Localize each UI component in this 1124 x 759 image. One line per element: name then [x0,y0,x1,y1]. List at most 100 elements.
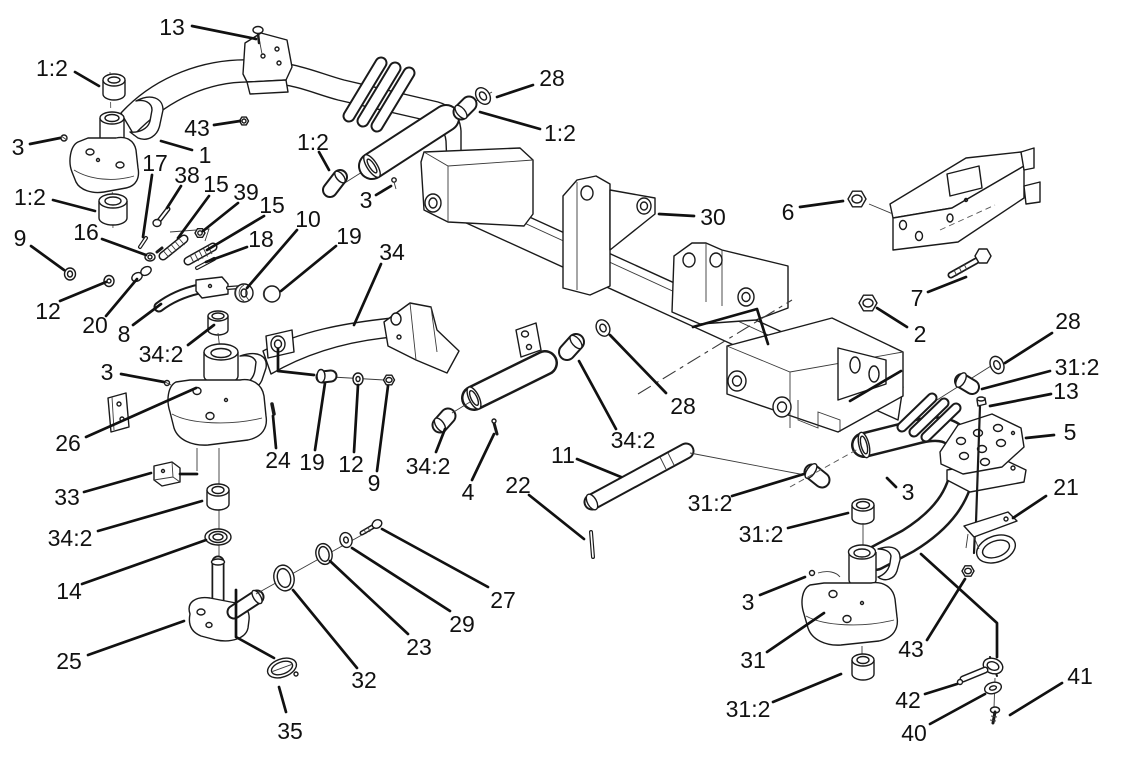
callout-leader-62-5 [1024,433,1056,440]
callout-leader-58-41 [1008,681,1064,717]
callout-leader-43-27 [380,527,490,589]
hitch-bracket-group [847,147,1041,312]
callout-label-53-31: 31 [740,647,766,673]
callout-label-59-28: 28 [1055,308,1081,334]
callout-label-47-11: 11 [551,442,575,468]
callout-leader-26-7 [926,275,968,294]
pin-24 [270,402,276,416]
callout-label-20-12: 12 [35,298,61,324]
washer-29 [339,531,353,549]
callout-label-31-24: 24 [265,447,291,473]
callout-leader-51-31:2 [786,511,850,530]
callout-leader-61-13 [988,392,1053,408]
callout-leader-30-26 [84,386,198,439]
callout-label-39-35: 35 [277,718,303,744]
callout-leader-40-32 [291,588,359,670]
callout-leader-20-12 [58,280,108,303]
bolt-41 [989,706,1001,725]
callout-label-61-13: 13 [1053,378,1079,404]
callout-leader-5-28 [495,83,535,99]
callout-label-42-29: 29 [449,611,475,637]
callout-label-48-34:2: 34:2 [611,427,656,453]
callout-label-13-39: 39 [233,179,259,205]
frame-weldment [420,147,904,433]
callout-label-14-15: 15 [259,192,285,218]
bushing-31-2-top [954,372,980,395]
callout-leader-15-10 [245,228,299,290]
cap-35 [266,657,298,679]
bolt-13-right [972,396,987,555]
callout-label-9-1:2: 1:2 [14,184,46,210]
left-lower-spindle-stack [107,310,383,679]
clevis-42 [956,656,1004,686]
reference-elbow [691,307,770,346]
callout-leader-64-3 [885,476,898,489]
screw-3 [60,134,68,142]
nut-9b [382,374,396,386]
callout-label-45-4: 4 [462,479,475,505]
callout-label-16-19: 19 [336,223,362,249]
center-pivot-bushings [558,319,611,361]
callout-leader-28-34:2 [186,323,216,347]
bushing-31-2-upper [851,498,875,525]
callout-leader-25-6 [798,199,845,209]
callout-label-4-1: 1 [199,142,212,168]
callout-leader-37-14 [80,538,208,586]
callout-leader-9-1:2 [51,198,97,213]
ring-32 [273,564,295,592]
callout-leader-8-3 [374,184,393,197]
callout-leader-34-9 [375,384,390,473]
callout-leader-7-1:2 [317,150,331,172]
spindle-housing-left [167,378,268,446]
callout-leader-55-43 [925,577,967,642]
bushing-bottom [98,193,128,226]
callout-label-55-43: 43 [898,636,924,662]
callout-label-51-31:2: 31:2 [739,521,784,547]
drag-link-hook-bracket [129,96,164,140]
callout-leader-32-19 [313,381,327,452]
nut-2 [858,294,878,312]
callout-leader-13-39 [201,201,240,233]
callout-label-54-31:2: 31:2 [726,696,771,722]
callout-label-3-43: 43 [184,115,210,141]
reference-line [848,369,903,403]
callout-label-38-25: 25 [56,648,82,674]
washer-28-center [595,319,611,337]
spindle-25 [188,555,265,642]
right-axle-arm [789,355,1027,577]
pin-17 [138,236,148,249]
callout-label-41-23: 23 [406,634,432,660]
callout-label-22-8: 8 [118,321,131,347]
callout-leader-10-17 [141,173,154,239]
ball-joint-19 [262,285,281,303]
bolt-7 [947,248,992,279]
callout-label-40-32: 32 [351,667,377,693]
callout-leader-4-1 [159,139,194,152]
callout-leader-38-25 [86,619,186,657]
callout-label-43-27: 27 [490,587,516,613]
callout-label-25-6: 6 [782,199,795,225]
callout-leader-46-22 [527,493,586,541]
callout-leader-23-34 [352,262,383,327]
mount-plate [242,32,293,83]
pivot-tube-group [322,87,493,198]
bushing-34-2-left [431,407,457,434]
washer-9 [63,267,77,281]
callout-leader-47-11 [575,457,623,479]
washer-12 [103,274,115,288]
bolt-27 [359,519,383,536]
callout-leader-53-31 [765,611,826,654]
bolt-13 [252,25,264,45]
callout-leader-54-31:2 [771,672,843,704]
callout-leader-35-33 [82,471,153,494]
callout-label-27-2: 2 [914,321,927,347]
washer-28-top [474,87,492,105]
nut-6 [847,190,867,208]
callout-label-8-3: 3 [360,187,373,213]
bushing-34-2-upper [207,310,229,336]
callout-label-10-17: 17 [142,150,168,176]
callout-label-37-14: 14 [56,578,82,604]
callout-label-21-20: 20 [82,312,108,338]
callout-label-29-3: 3 [101,359,114,385]
